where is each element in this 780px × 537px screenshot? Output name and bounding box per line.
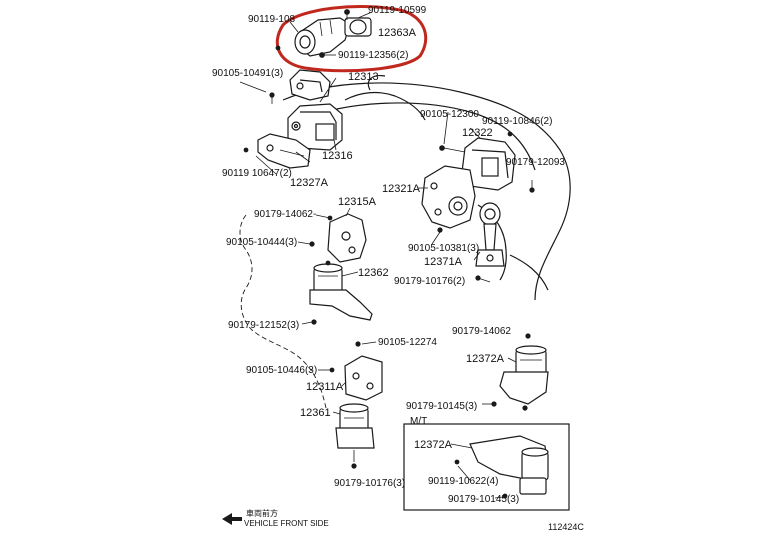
bolt-icon [319,52,325,58]
bolt-icon [355,341,361,347]
diagram-code: 112424C [548,522,584,532]
bolt-icon [491,401,497,407]
part-12362 [309,260,373,321]
bolt-icon [309,241,315,247]
part-12372A-upper [499,345,549,405]
bolt-icon [269,92,275,98]
label-90179-14062-b: 90179-14062 [452,326,511,337]
label-12327A: 12327A [290,177,329,189]
bolt-icon [243,147,249,153]
label-mt: M/T [410,416,427,427]
bolt-icon [311,319,317,325]
bolt-icon [437,227,443,233]
label-12313: 12313 [348,71,379,83]
bolt-icon [502,493,508,499]
leader-lines [239,11,517,499]
part-12316 [287,103,343,151]
label-12362: 12362 [358,267,389,279]
label-90119-108: 90119-108 [248,14,296,25]
part-12327A [257,133,311,169]
label-12372A-lower: 12372A [414,439,453,451]
label-90119-12356: 90119-12356(2) [338,50,408,61]
label-90119-10599: 90119-10599 [368,5,427,16]
label-90105-12300: 90105-12300 [420,109,479,120]
part-12361 [335,403,375,449]
label-90119-10622: 90119-10622(4) [428,476,498,487]
label-12361: 12361 [300,407,331,419]
part-12322 [461,137,516,191]
part-12321A [421,165,476,229]
label-front-jp: 車両前方 [246,508,278,518]
highlight-ellipse [275,5,428,73]
bolt-icon [351,463,357,469]
bolt-icon [529,187,535,193]
part-12311A [344,355,383,401]
label-12371A: 12371A [424,256,463,268]
label-12321A: 12321A [382,183,421,195]
labels: 90119-108 90119-10599 12363A 90119-12356… [212,5,584,532]
label-90179-10145-b: 90179-10145(3) [448,494,519,505]
part-12372A-lower [469,435,549,495]
bolt-icon [325,260,331,266]
label-12322: 12322 [462,127,493,139]
mt-box [403,423,570,511]
label-90119-10647: 90119 10647(2) [222,168,292,179]
label-90105-10491: 90105-10491(3) [212,68,283,79]
bolt-icon [507,131,513,137]
bolt-icon [329,367,335,373]
bolt-icon [454,459,460,465]
dashed-boundary [239,214,327,409]
label-90179-10176-2: 90179-10176(2) [394,276,465,287]
label-90105-10444: 90105-10444(3) [226,237,297,248]
bolt-icon [525,333,531,339]
label-12315A: 12315A [338,196,377,208]
part-12363A [294,17,372,57]
label-12311A: 12311A [306,381,344,393]
bolt-icon [275,45,281,51]
label-90179-10176-3: 90179-10176(3) [334,478,405,489]
label-90179-14062: 90179-14062- [254,209,316,220]
arrow-left-icon [222,513,242,525]
bolt-icon [439,145,445,151]
label-12316: 12316 [322,150,353,162]
bolt-icon [344,9,350,15]
label-90179-12093: 90179-12093 [506,157,565,168]
part-12371A [475,202,505,267]
label-90105-10446: 90105-10446(3) [246,365,317,376]
bolt-icon [522,405,528,411]
label-90105-10381: 90105-10381(3) [408,243,479,254]
label-90179-10145-a: 90179-10145(3) [406,401,477,412]
label-90105-12274: 90105-12274 [378,337,437,348]
label-12372A-upper: 12372A [466,353,505,365]
part-12313 [289,69,331,101]
label-front-en: VEHICLE FRONT SIDE [244,519,329,528]
part-12315A [327,213,367,263]
label-90119-10846: 90119-10846(2) [482,116,552,127]
label-90179-12152: 90179-12152(3) [228,320,299,331]
label-12363A: 12363A [378,27,417,39]
